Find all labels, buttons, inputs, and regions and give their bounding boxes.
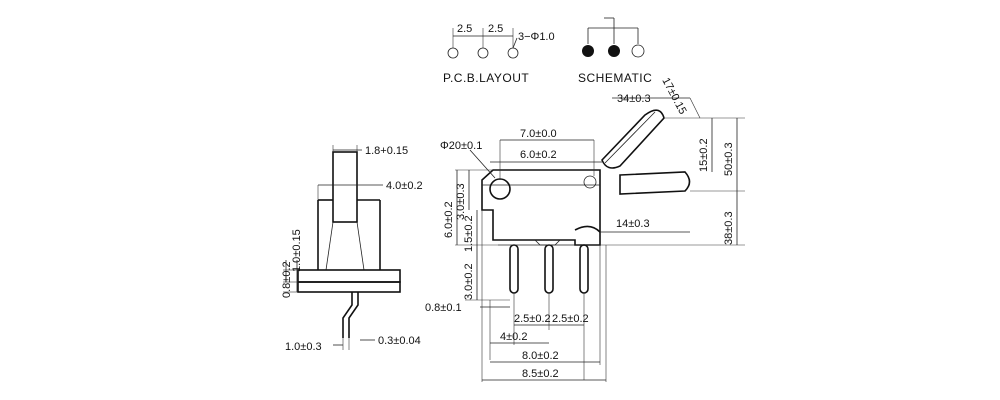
front-mounting-hole-1 <box>489 178 511 200</box>
front-hole-height-label: 3.0±0.3 <box>455 183 467 220</box>
front-lever-angle-label: 17±0.15 <box>659 76 688 117</box>
pcb-layout-group: 2.5 2.5 3−Φ1.0 P.C.B.LAYOUT <box>443 23 555 85</box>
front-hole-spacing-label: 7.0±0.0 <box>520 128 557 140</box>
front-roller-height-label: 14±0.3 <box>616 218 650 230</box>
schematic-group: SCHEMATIC <box>578 17 652 85</box>
schematic-contact-nc <box>608 45 620 57</box>
front-partial-height-label: 1.5±0.2 <box>463 215 475 252</box>
front-pin-2 <box>544 244 554 294</box>
side-view-group: 1.8+0.15 4.0±0.2 0.8±0.2 1.0±0.15 1.0±0.… <box>281 145 423 353</box>
pcb-hole-1 <box>447 47 459 59</box>
front-total-width-label: 8.5±0.2 <box>522 368 559 380</box>
front-pin-width-label: 0.8±0.1 <box>425 302 462 314</box>
front-pin-3 <box>579 244 589 294</box>
front-body-height-label: 6.0±0.2 <box>443 201 455 238</box>
side-body-width-label: 4.0±0.2 <box>386 180 423 192</box>
pcb-layout-title: P.C.B.LAYOUT <box>443 71 529 85</box>
front-total-lever-label: 50±0.3 <box>723 142 735 176</box>
front-pin-pitch-1-label: 2.5±0.2 <box>514 313 551 325</box>
front-hole-dia-label: Φ20±0.1 <box>440 140 482 152</box>
front-inner-width-label: 6.0±0.2 <box>520 149 557 161</box>
front-lever-height-label: 15±0.2 <box>698 138 710 172</box>
front-mounting-hole-2 <box>583 175 597 189</box>
side-terminal-thickness-label: 0.3±0.04 <box>378 335 421 347</box>
schematic-title: SCHEMATIC <box>578 71 652 85</box>
schematic-contact-com <box>582 45 594 57</box>
front-view-group: 34±0.3 17±0.15 7.0±0.0 Φ20±0.1 6.0±0.2 1… <box>425 76 745 382</box>
pcb-hole-2 <box>477 47 489 59</box>
pcb-hole-3 <box>507 47 519 59</box>
side-offset-1-label: 0.8±0.2 <box>281 261 293 298</box>
pcb-hole-note: 3−Φ1.0 <box>518 31 555 43</box>
pcb-pitch-2-label: 2.5 <box>488 23 503 35</box>
side-terminal-offset-label: 1.0±0.3 <box>285 341 322 353</box>
front-lever-extent-label: 38±0.3 <box>723 211 735 245</box>
side-top-width-label: 1.8+0.15 <box>365 145 408 157</box>
front-pin-1 <box>509 244 519 294</box>
front-pin-pitch-2-label: 2.5±0.2 <box>552 313 589 325</box>
front-pin-offset-label: 4±0.2 <box>500 331 527 343</box>
front-pin-length-label: 3.0±0.2 <box>463 263 475 300</box>
front-lever-slot-label: 34±0.3 <box>617 93 651 105</box>
pcb-pitch-1-label: 2.5 <box>457 23 472 35</box>
side-offset-2-label: 1.0±0.15 <box>291 229 303 272</box>
schematic-contact-no <box>631 44 645 58</box>
front-total-pin-span-label: 8.0±0.2 <box>522 350 559 362</box>
